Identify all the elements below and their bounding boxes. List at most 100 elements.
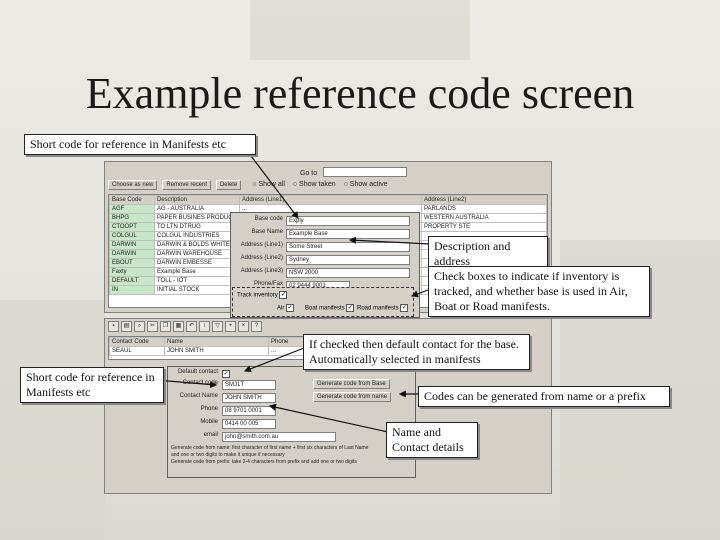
background-decoration <box>250 0 470 60</box>
table-cell[interactable]: AG - AUSTRALIA <box>154 204 240 214</box>
table-cell[interactable]: WESTERN AUSTRALIA <box>421 213 547 223</box>
table-cell[interactable]: COLGUL <box>109 231 155 241</box>
callout-short-code-bottom: Short code for reference in Manifests et… <box>20 367 164 403</box>
generate-from-base-button[interactable]: Generate code from Base <box>313 379 390 389</box>
delete-record-icon[interactable]: × <box>238 321 249 332</box>
table-cell[interactable]: PROPERTY STE <box>421 222 547 232</box>
contact-name-input[interactable]: JOHN SMITH <box>222 393 276 403</box>
column-header[interactable]: Contact Code <box>109 337 165 347</box>
generate-from-name-button[interactable]: Generate code from name <box>313 392 392 402</box>
column-header[interactable]: Phone <box>268 337 304 347</box>
help-icon[interactable]: ? <box>251 321 262 332</box>
contact-code-input[interactable]: SMJ1T <box>222 380 276 390</box>
column-header[interactable]: Name <box>164 337 269 347</box>
address-line3-label: Address (Line3) <box>240 268 283 274</box>
base-code-input[interactable]: Exply <box>286 216 410 226</box>
mobile-input[interactable]: 0414 00 005 <box>222 419 276 429</box>
table-cell[interactable]: PAPER BUSINES PRODUC <box>154 213 240 223</box>
remove-recent-button[interactable]: Remove recent <box>162 180 211 190</box>
track-inventory-checkbox[interactable]: ✓ <box>279 291 288 299</box>
road-label: Road manifests <box>357 305 399 312</box>
goto-input[interactable] <box>323 167 408 177</box>
table-cell[interactable]: DEFAULT <box>109 276 155 286</box>
top-toolbar: Choose as new Remove recent Delete ○ Sho… <box>108 180 388 190</box>
column-header[interactable]: Description <box>154 195 240 205</box>
table-cell[interactable]: TO LTN DTRUG <box>154 222 240 232</box>
note-line: Generate code from prefix: take 2-4 char… <box>171 459 357 465</box>
sort-icon[interactable]: ↕ <box>199 321 210 332</box>
contact-code-label: Contact code <box>182 380 218 386</box>
table-cell[interactable]: JOHN SMITH <box>164 346 269 356</box>
slide-title: Example reference code screen <box>85 69 635 118</box>
phone-input[interactable]: 08 9701 0001 <box>222 406 276 416</box>
filter-label: Show taken <box>299 181 336 188</box>
table-cell[interactable]: TOLL - IOT <box>154 276 240 286</box>
save-icon[interactable]: ▪ <box>108 321 119 332</box>
generate-note: Generate code from name: first character… <box>171 445 411 466</box>
callout-check-boxes: Check boxes to indicate if inventory is … <box>428 266 650 317</box>
boat-option[interactable]: Boat manifests ✓ <box>305 304 355 312</box>
filter-show-taken[interactable]: ○ Show taken <box>292 181 336 188</box>
filter-show-all[interactable]: ○ Show all <box>252 181 285 188</box>
default-contact-checkbox[interactable]: ✓ <box>222 370 230 378</box>
table-cell[interactable]: AGF <box>109 204 155 214</box>
new-record-icon[interactable]: + <box>225 321 236 332</box>
address-line3-input[interactable]: NSW 2000 <box>286 268 410 278</box>
email-input[interactable]: john@smith.com.au <box>222 432 336 442</box>
boat-checkbox[interactable]: ✓ <box>346 304 355 312</box>
table-cell[interactable]: Example Base <box>154 267 240 277</box>
table-cell[interactable]: SEAUL <box>109 346 165 356</box>
table-cell[interactable]: ... <box>268 346 304 356</box>
paste-icon[interactable]: ▦ <box>173 321 184 332</box>
address-line1-input[interactable]: Some Street <box>286 242 410 252</box>
base-name-input[interactable]: Example Base <box>286 229 410 239</box>
table-cell[interactable]: DARWIN EMBESSE <box>154 258 240 268</box>
table-cell[interactable]: COLGUL INDUSTRIES <box>154 231 240 241</box>
table-cell[interactable]: CTOOPT <box>109 222 155 232</box>
base-code-label: Base code <box>254 216 283 222</box>
table-cell[interactable]: IN <box>109 285 155 295</box>
table-cell[interactable]: DARWIN <box>109 249 155 259</box>
boat-label: Boat manifests <box>305 305 345 312</box>
table-cell[interactable]: PARLANDS <box>421 204 547 214</box>
air-checkbox[interactable]: ✓ <box>286 304 295 312</box>
table-cell[interactable]: EBOUT <box>109 258 155 268</box>
road-option[interactable]: Road manifests ✓ <box>357 304 409 312</box>
table-cell[interactable]: DARWIN WAREHOUSE <box>154 249 240 259</box>
print-icon[interactable]: ▤ <box>121 321 132 332</box>
track-inventory-label: Track inventory <box>237 292 278 299</box>
phone-label: Phone <box>200 406 218 412</box>
filter-show-active[interactable]: ○ Show active <box>343 181 388 188</box>
undo-icon[interactable]: ↶ <box>186 321 197 332</box>
background-decoration <box>0 300 105 540</box>
table-cell[interactable]: Faxty <box>109 267 155 277</box>
search-icon[interactable]: ⌕ <box>134 321 145 332</box>
column-header[interactable]: Address (Line2) <box>421 195 547 205</box>
cut-icon[interactable]: ✂ <box>147 321 158 332</box>
address-line2-label: Address (Line2) <box>240 255 283 261</box>
filter-icon[interactable]: ▽ <box>212 321 223 332</box>
choose-as-new-button[interactable]: Choose as new <box>108 180 158 190</box>
callout-default-contact: If checked then default contact for the … <box>303 334 530 370</box>
address-line2-input[interactable]: Sydney <box>286 255 410 265</box>
track-inventory-option[interactable]: Track inventory ✓ <box>237 291 288 299</box>
base-name-label: Base Name <box>251 229 283 235</box>
table-cell[interactable]: BHPG <box>109 213 155 223</box>
goto-label: Go to <box>300 170 318 177</box>
note-line: and one or two digits to make it unique … <box>171 452 285 458</box>
table-cell[interactable]: INITIAL STOCK <box>154 285 240 295</box>
callout-short-code-top: Short code for reference in Manifests et… <box>24 134 256 155</box>
air-option[interactable]: Air ✓ <box>277 304 295 312</box>
delete-button[interactable]: Delete <box>215 180 242 190</box>
table-cell[interactable]: DARWIN & BOLDS WHITE <box>154 240 240 250</box>
road-checkbox[interactable]: ✓ <box>400 304 409 312</box>
column-header[interactable]: Base Code <box>109 195 155 205</box>
column-header[interactable]: Address (Line1) <box>239 195 422 205</box>
goto-area: Go to <box>300 165 408 177</box>
air-label: Air <box>277 305 285 312</box>
copy-icon[interactable]: ❐ <box>160 321 171 332</box>
table-cell[interactable]: DARWIN <box>109 240 155 250</box>
